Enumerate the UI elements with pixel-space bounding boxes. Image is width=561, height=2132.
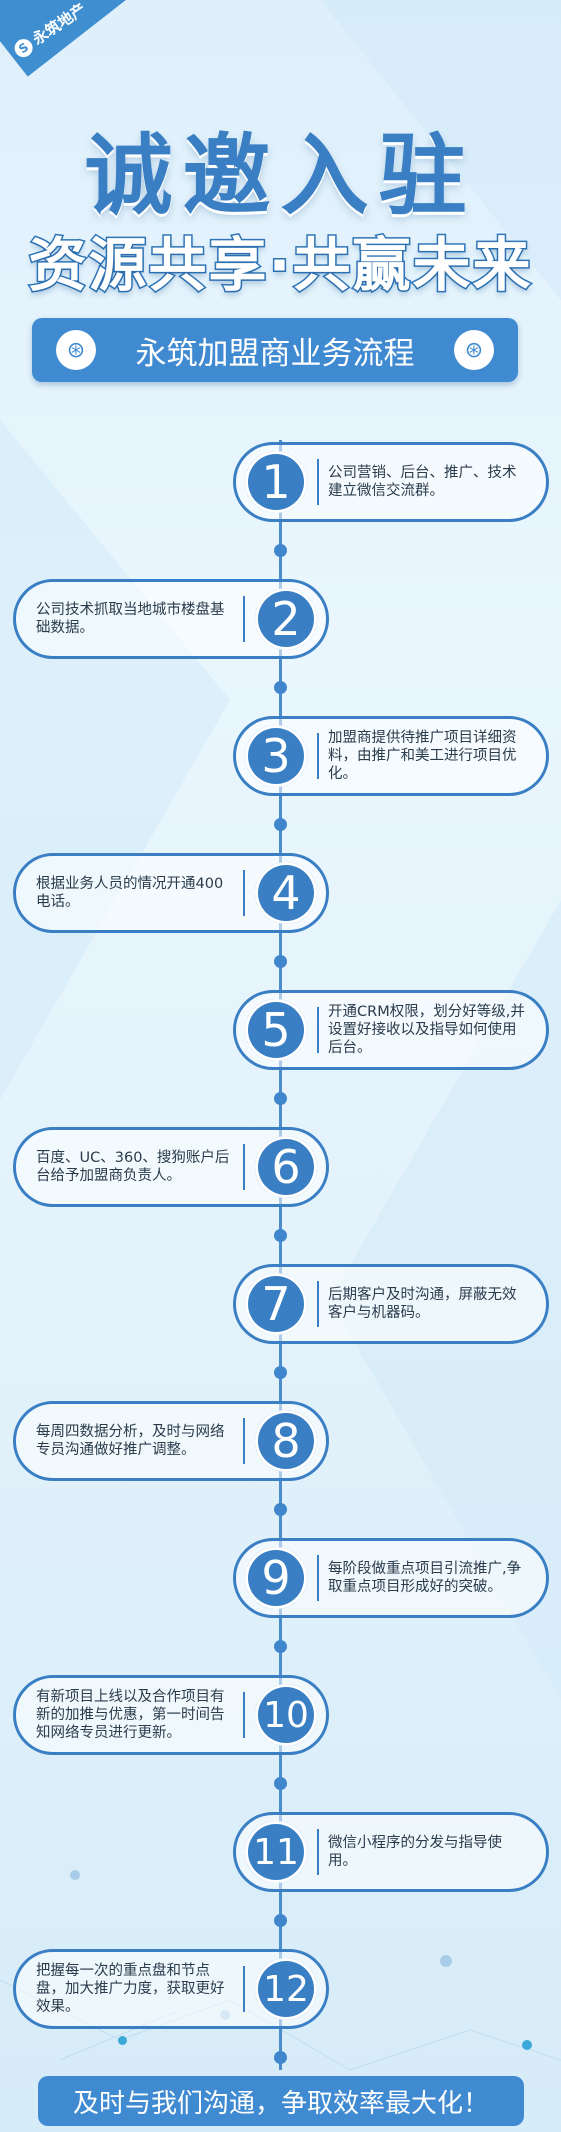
step-divider — [317, 1007, 319, 1053]
step-number: 7 — [245, 1273, 307, 1335]
step-number: 2 — [255, 588, 317, 650]
timeline-dot — [274, 2051, 287, 2064]
footer-text: 及时与我们沟通，争取效率最大化！ — [72, 2088, 489, 2119]
tri-circle-icon: ⊛ — [56, 330, 96, 370]
footer-banner: 及时与我们沟通，争取效率最大化！ — [38, 2076, 524, 2126]
process-step: 4 根据业务人员的情况开通400电话。 — [13, 853, 329, 933]
step-text: 每阶段做重点项目引流推广,争取重点项目形成好的突破。 — [328, 1561, 522, 1595]
step-number: 4 — [255, 862, 317, 924]
step-divider — [317, 1555, 319, 1601]
step-divider — [243, 1692, 245, 1738]
timeline-dot — [274, 681, 287, 694]
process-step: 2 公司技术抓取当地城市楼盘基础数据。 — [13, 579, 329, 659]
timeline-dot — [274, 818, 287, 831]
process-step: 9 每阶段做重点项目引流推广,争取重点项目形成好的突破。 — [233, 1538, 549, 1618]
timeline-dot — [274, 1229, 287, 1242]
step-number: 1 — [245, 451, 307, 513]
step-text: 开通CRM权限，划分好等级,并设置好接收以及指导如何使用后台。 — [328, 1004, 525, 1056]
step-divider — [243, 596, 245, 642]
step-text: 每周四数据分析，及时与网络专员沟通做好推广调整。 — [36, 1424, 225, 1458]
process-step: 5 开通CRM权限，划分好等级,并设置好接收以及指导如何使用后台。 — [233, 990, 549, 1070]
step-divider — [317, 1281, 319, 1327]
timeline-dot — [274, 1914, 287, 1927]
timeline-dot — [274, 1366, 287, 1379]
timeline-dot — [274, 1503, 287, 1516]
process-step: 12 把握每一次的重点盘和节点盘，加大推广力度，获取更好效果。 — [13, 1949, 329, 2029]
step-divider — [243, 1144, 245, 1190]
step-number: 3 — [245, 725, 307, 787]
network-dot — [70, 1870, 80, 1880]
banner-title: 永筑加盟商业务流程 — [135, 335, 415, 372]
process-step: 3 加盟商提供待推广项目详细资料，由推广和美工进行项目优化。 — [233, 716, 549, 796]
step-number: 6 — [255, 1136, 317, 1198]
network-dot — [118, 2036, 127, 2045]
timeline-line — [279, 440, 282, 2070]
page-subtitle: 资源共享·共赢未来 — [27, 230, 533, 301]
process-step: 10 有新项目上线以及合作项目有新的加推与优惠，第一时间告知网络专员进行更新。 — [13, 1675, 329, 1755]
step-text: 公司技术抓取当地城市楼盘基础数据。 — [36, 602, 225, 636]
process-step: 6 百度、UC、360、搜狗账户后台给予加盟商负责人。 — [13, 1127, 329, 1207]
timeline-dot — [274, 1640, 287, 1653]
page-title: 诚邀入驻 — [84, 124, 477, 227]
step-text: 微信小程序的分发与指导使用。 — [328, 1835, 502, 1869]
step-number: 5 — [245, 999, 307, 1061]
step-number: 10 — [255, 1684, 317, 1746]
step-divider — [243, 870, 245, 916]
process-step: 1 公司营销、后台、推广、技术建立微信交流群。 — [233, 442, 549, 522]
step-text: 百度、UC、360、搜狗账户后台给予加盟商负责人。 — [36, 1150, 230, 1184]
step-divider — [317, 1829, 319, 1875]
step-divider — [317, 459, 319, 505]
step-text: 根据业务人员的情况开通400电话。 — [36, 876, 224, 910]
step-text: 后期客户及时沟通，屏蔽无效客户与机器码。 — [328, 1287, 517, 1321]
timeline-dot — [274, 955, 287, 968]
step-text: 公司营销、后台、推广、技术建立微信交流群。 — [328, 465, 517, 499]
step-number: 11 — [245, 1821, 307, 1883]
process-step: 8 每周四数据分析，及时与网络专员沟通做好推广调整。 — [13, 1401, 329, 1481]
tri-circle-icon: ⊛ — [454, 330, 494, 370]
step-divider — [317, 733, 319, 779]
step-divider — [243, 1418, 245, 1464]
timeline-dot — [274, 1777, 287, 1790]
process-banner: ⊛ 永筑加盟商业务流程 ⊛ — [32, 318, 518, 382]
network-dot — [522, 2040, 532, 2050]
step-divider — [243, 1966, 245, 2012]
timeline-dot — [274, 544, 287, 557]
step-text: 有新项目上线以及合作项目有新的加推与优惠，第一时间告知网络专员进行更新。 — [36, 1689, 225, 1741]
step-number: 12 — [255, 1958, 317, 2020]
step-number: 9 — [245, 1547, 307, 1609]
step-text: 把握每一次的重点盘和节点盘，加大推广力度，获取更好效果。 — [36, 1963, 225, 2015]
process-step: 7 后期客户及时沟通，屏蔽无效客户与机器码。 — [233, 1264, 549, 1344]
network-dot — [440, 1955, 452, 1967]
step-text: 加盟商提供待推广项目详细资料，由推广和美工进行项目优化。 — [328, 730, 517, 782]
step-number: 8 — [255, 1410, 317, 1472]
timeline-dot — [274, 1092, 287, 1105]
process-step: 11 微信小程序的分发与指导使用。 — [233, 1812, 549, 1892]
